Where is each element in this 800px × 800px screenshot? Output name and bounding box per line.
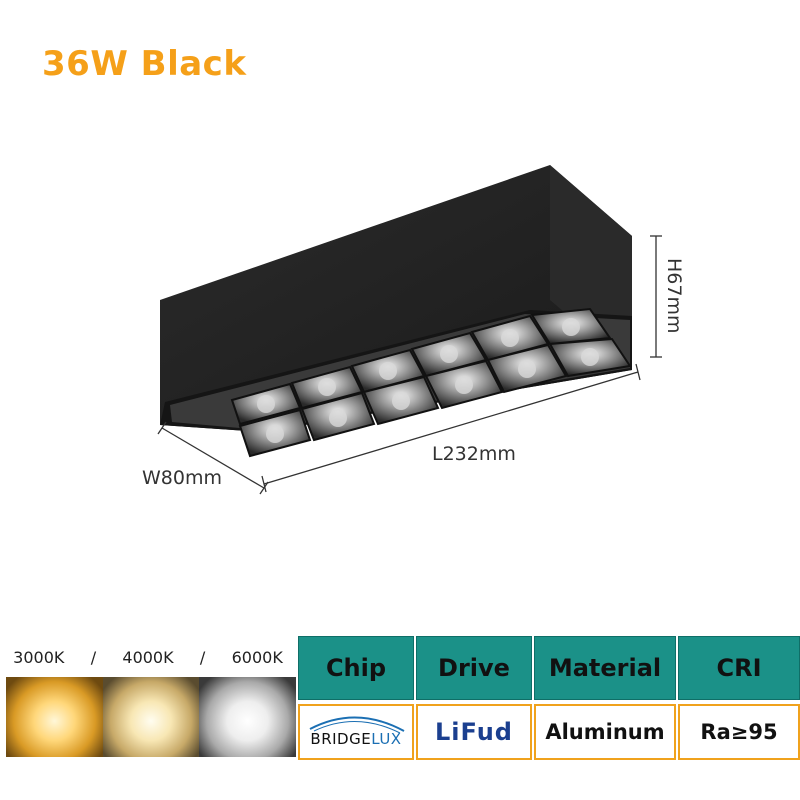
- temp-separator: /: [199, 648, 206, 667]
- temp-4000k-label: 4000K: [122, 648, 174, 667]
- spec-drive-value: LiFud: [416, 704, 532, 760]
- spec-material-header: Material: [534, 636, 676, 700]
- color-temperature-swatches: [6, 677, 297, 757]
- bridgelux-logo-part2: LUX: [371, 730, 402, 748]
- width-dimension: [157, 421, 269, 495]
- spec-material: Material Aluminum: [534, 636, 676, 760]
- spec-chip: Chip BRIDGELUX: [298, 636, 414, 760]
- led-cells: [230, 307, 632, 458]
- spec-chip-value: BRIDGELUX: [298, 704, 414, 760]
- bridgelux-logo: BRIDGELUX: [310, 730, 401, 748]
- led-cell: [486, 343, 568, 394]
- spec-cri-value: Ra≥95: [678, 704, 800, 760]
- led-cell: [530, 307, 612, 346]
- spec-chip-header: Chip: [298, 636, 414, 700]
- product-illustration: H67mm L232mm W80mm: [142, 165, 685, 495]
- spec-cri: CRI Ra≥95: [678, 636, 800, 760]
- led-cell: [548, 337, 632, 378]
- temp-6000k-label: 6000K: [231, 648, 283, 667]
- swatch-4000k: [102, 677, 200, 757]
- spec-material-value: Aluminum: [534, 704, 676, 760]
- height-dimension: [650, 235, 662, 358]
- height-label: H67mm: [663, 258, 685, 333]
- length-label: L232mm: [432, 443, 516, 465]
- bridgelux-logo-part1: BRIDGE: [310, 730, 372, 748]
- led-cell: [410, 331, 488, 378]
- lifud-logo: LiFud: [435, 718, 513, 746]
- length-dimension: [261, 363, 641, 493]
- spec-drive: Drive LiFud: [416, 636, 532, 760]
- spec-cri-header: CRI: [678, 636, 800, 700]
- bridgelux-arc-icon: [309, 716, 405, 734]
- led-cell: [362, 375, 440, 426]
- color-temperature-labels: 3000K / 4000K / 6000K: [0, 648, 296, 667]
- led-cell: [230, 382, 302, 426]
- product-title: 36W Black: [42, 44, 247, 84]
- spec-drive-header: Drive: [416, 636, 532, 700]
- swatch-3000k: [6, 677, 103, 757]
- width-label: W80mm: [142, 467, 222, 489]
- temp-separator: /: [90, 648, 97, 667]
- led-cell: [300, 391, 376, 442]
- temp-3000k-label: 3000K: [13, 648, 65, 667]
- led-cell: [238, 408, 312, 458]
- swatch-6000k: [199, 677, 297, 757]
- led-cell: [424, 359, 504, 410]
